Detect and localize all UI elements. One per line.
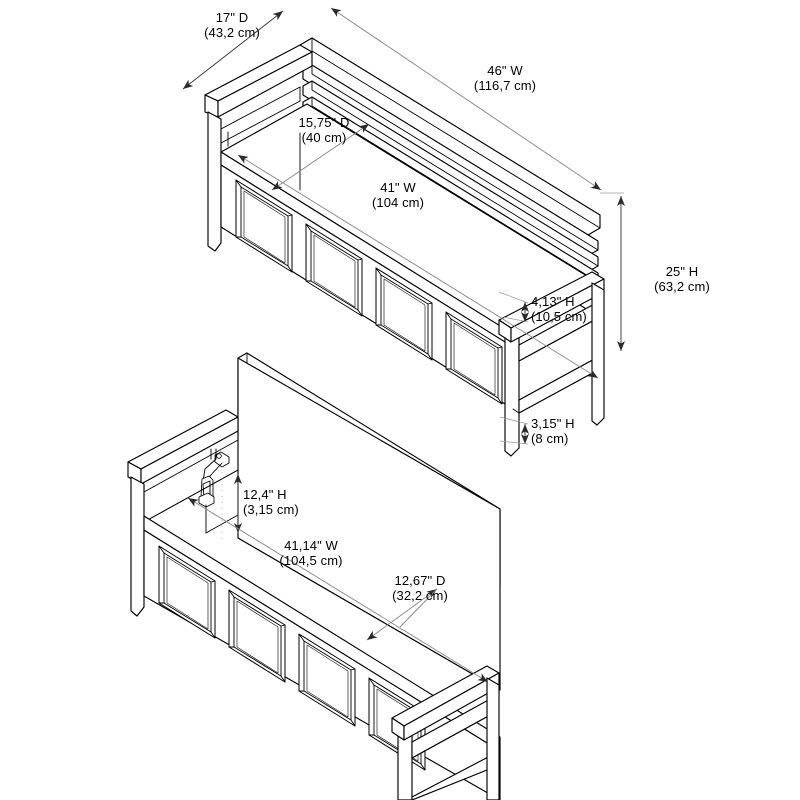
apron-joint	[512, 408, 520, 414]
label-floor-clearance-imperial: 3,15" H	[531, 416, 575, 431]
dimensions-lower	[187, 466, 489, 683]
label-storage-depth-imperial: 12,67" D	[394, 573, 446, 588]
right-front-leg	[504, 329, 520, 457]
label-seat-width: 41" W (104 cm)	[340, 180, 456, 210]
label-storage-height: 12,4" H (3,15 cm)	[243, 487, 363, 517]
lid-hinge-hardware	[198, 448, 230, 508]
label-width-overall-imperial: 46" W	[487, 63, 523, 78]
label-height-overall-imperial: 25" H	[665, 264, 699, 279]
label-storage-width-metric: (104,5 cm)	[279, 553, 343, 568]
right-rear-leg-open	[486, 677, 500, 800]
label-floor-clearance-metric: (8 cm)	[531, 431, 569, 446]
label-apron-height-imperial: 4,13" H	[531, 294, 575, 309]
label-seat-depth: 15,75" D (40 cm)	[266, 115, 382, 145]
label-apron-height: 4,13" H (10,5 cm)	[531, 294, 641, 324]
left-armrest-open	[127, 409, 239, 617]
label-storage-width-imperial: 41,14" W	[284, 538, 338, 553]
label-depth-overall-metric: (43,2 cm)	[204, 25, 260, 40]
dim-line-depth-overall	[182, 10, 284, 90]
label-depth-overall: 17" D (43,2 cm)	[184, 10, 280, 40]
label-width-overall-metric: (116,7 cm)	[473, 78, 537, 93]
label-storage-height-metric: (3,15 cm)	[243, 502, 299, 517]
dim-line-storage-depth	[366, 588, 438, 641]
label-storage-depth: 12,67" D (32,2 cm)	[358, 573, 482, 603]
left-side-frame	[220, 86, 301, 147]
label-apron-height-metric: (10,5 cm)	[531, 309, 587, 324]
label-height-overall: 25" H (63,2 cm)	[622, 264, 742, 294]
label-storage-depth-metric: (32,2 cm)	[392, 588, 448, 603]
label-storage-height-imperial: 12,4" H	[243, 487, 287, 502]
dimensions-upper	[182, 7, 625, 445]
label-floor-clearance: 3,15" H (8 cm)	[531, 416, 641, 446]
label-storage-width: 41,14" W (104,5 cm)	[243, 538, 379, 568]
label-seat-depth-metric: (40 cm)	[301, 130, 347, 145]
label-seat-width-imperial: 41" W	[380, 180, 416, 195]
label-depth-overall-imperial: 17" D	[215, 10, 249, 25]
label-width-overall: 46" W (116,7 cm)	[440, 63, 570, 93]
label-seat-depth-imperial: 15,75" D	[298, 115, 350, 130]
dim-line-seat-width	[237, 154, 599, 379]
dim-line-storage-width	[187, 497, 489, 683]
label-height-overall-metric: (63,2 cm)	[654, 279, 710, 294]
label-seat-width-metric: (104 cm)	[371, 195, 425, 210]
